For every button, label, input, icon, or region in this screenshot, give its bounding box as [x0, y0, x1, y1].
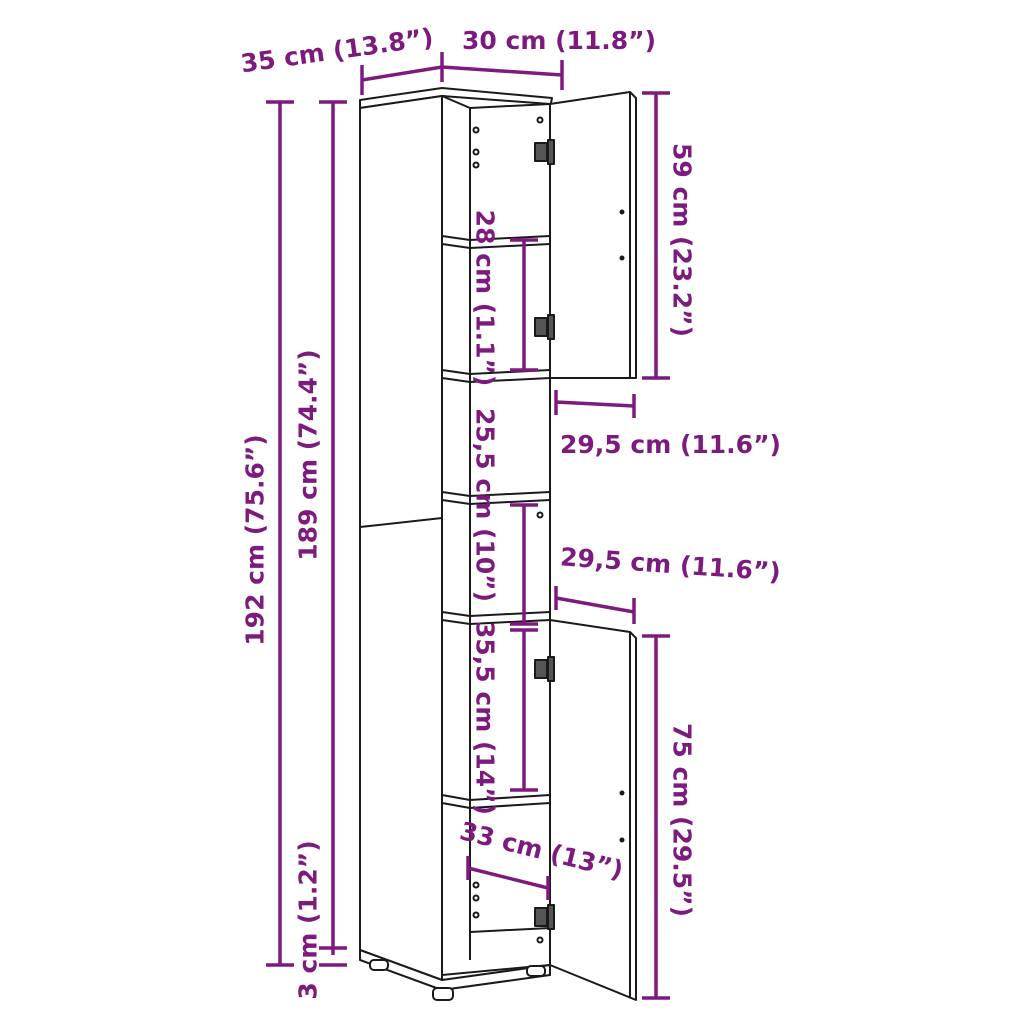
lower-door-height-label: 75 cm (29.5”)	[667, 722, 697, 918]
upper-compartment-label: 28 cm (1.1”)	[470, 209, 500, 387]
width-label: 30 cm (11.8”)	[462, 26, 657, 55]
body-height-label: 189 cm (74.4”)	[293, 349, 323, 561]
hinge-icon	[534, 139, 555, 930]
total-height-label: 192 cm (75.6”)	[240, 434, 270, 646]
cabinet-feet	[359, 949, 551, 1001]
cabinet-side-panel	[359, 95, 443, 981]
lower-door	[549, 619, 637, 1001]
foot-height-label: 3 cm (1.2”)	[293, 840, 323, 1000]
upper-door	[549, 91, 637, 379]
upper-door-width-label: 29,5 cm (11.6”)	[560, 430, 781, 459]
open-shelf-label: 25,5 cm (10”)	[470, 407, 500, 603]
lower-compartment-label: 35,5 cm (14”)	[470, 620, 500, 816]
upper-door-height-label: 59 cm (23.2”)	[667, 142, 697, 338]
dimension-lines	[266, 52, 670, 1000]
